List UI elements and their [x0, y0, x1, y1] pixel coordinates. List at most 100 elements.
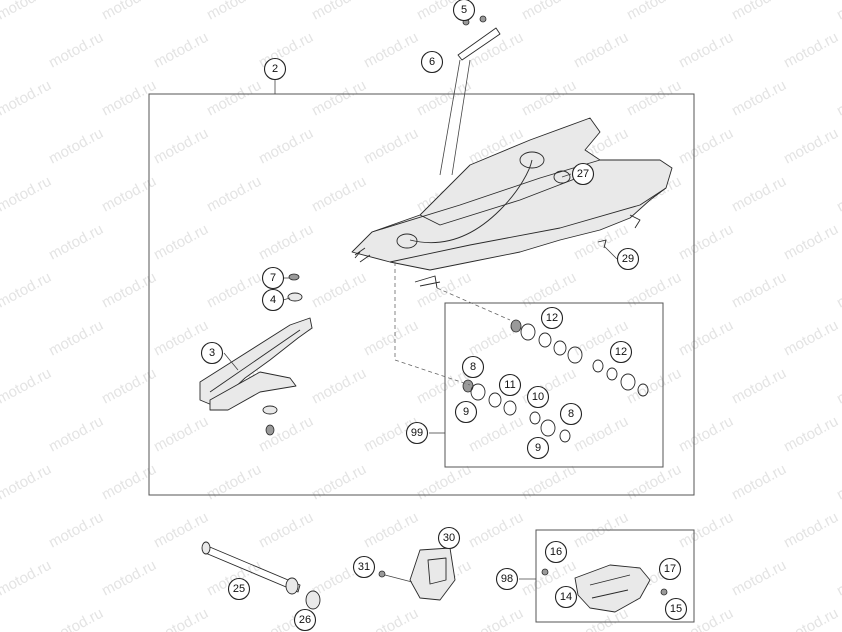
chain-slider-icon — [199, 273, 313, 436]
watermark-text: motod.ru — [834, 269, 842, 312]
callout-circle — [658, 557, 682, 581]
watermark-text: motod.ru — [46, 317, 106, 360]
callout-4: 4 — [261, 288, 285, 312]
watermark-text: motod.ru — [834, 365, 842, 408]
callout-circle — [352, 555, 376, 579]
watermark-text: motod.ru — [256, 125, 316, 168]
watermark-text: motod.ru — [256, 509, 316, 552]
watermark-text: motod.ru — [46, 605, 106, 632]
watermark-text: motod.ru — [204, 461, 264, 504]
callout-number: 29 — [622, 253, 634, 265]
leader-3 — [223, 352, 239, 371]
watermark-text: motod.ru — [361, 317, 421, 360]
callout-30: 30 — [437, 526, 461, 550]
chain-guide-frame — [535, 529, 695, 623]
watermark-text: motod.ru — [0, 365, 54, 408]
watermark-text: motod.ru — [571, 29, 631, 72]
callout-9a: 9 — [454, 400, 478, 424]
callout-14: 14 — [554, 585, 578, 609]
watermark-text: motod.ru — [0, 509, 1, 552]
watermark-text: motod.ru — [729, 77, 789, 120]
watermark-text: motod.ru — [361, 29, 421, 72]
callout-7: 7 — [261, 266, 285, 290]
watermark-text: motod.ru — [256, 413, 316, 456]
watermark-text: motod.ru — [361, 605, 421, 632]
callout-circle — [526, 385, 550, 409]
watermark-text: motod.ru — [781, 29, 841, 72]
watermark-text: motod.ru — [781, 413, 841, 456]
watermark-text: motod.ru — [834, 77, 842, 120]
watermark-text: motod.ru — [519, 0, 579, 24]
callout-number: 9 — [535, 442, 541, 454]
watermark-text: motod.ru — [0, 77, 54, 120]
watermark-text: motod.ru — [729, 461, 789, 504]
callout-circle — [452, 0, 476, 22]
leader-4 — [282, 297, 291, 301]
watermark-text: motod.ru — [0, 269, 54, 312]
callout-circle — [540, 306, 564, 330]
callout-number: 9 — [463, 406, 469, 418]
watermark-text: motod.ru — [204, 0, 264, 24]
watermark-text: motod.ru — [309, 269, 369, 312]
swingarm-icon — [351, 117, 673, 289]
callout-27: 27 — [571, 162, 595, 186]
watermark-text: motod.ru — [834, 0, 842, 24]
callout-circle — [437, 526, 461, 550]
watermark-text: motod.ru — [99, 173, 159, 216]
callout-circle — [544, 540, 568, 564]
watermark-text: motod.ru — [676, 125, 736, 168]
watermark-text: motod.ru — [99, 269, 159, 312]
watermark-text: motod.ru — [676, 413, 736, 456]
callout-number: 26 — [299, 614, 311, 626]
callout-number: 17 — [664, 563, 676, 575]
callout-number: 3 — [209, 347, 215, 359]
callout-circle — [495, 567, 519, 591]
callout-circle — [420, 50, 444, 74]
watermark-text: motod.ru — [781, 605, 841, 632]
watermark-text: motod.ru — [676, 29, 736, 72]
watermark-text: motod.ru — [414, 77, 474, 120]
watermark-text: motod.ru — [99, 557, 159, 600]
watermark-text: motod.ru — [151, 221, 211, 264]
callout-number: 16 — [550, 546, 562, 558]
callout-98: 98 — [495, 567, 519, 591]
watermark-text: motod.ru — [466, 509, 526, 552]
callout-3: 3 — [200, 341, 224, 365]
watermark-text: motod.ru — [204, 173, 264, 216]
callout-circle — [200, 341, 224, 365]
callout-circle — [263, 57, 287, 81]
callout-number: 98 — [501, 573, 513, 585]
watermark-text: motod.ru — [781, 125, 841, 168]
watermark-text: motod.ru — [99, 461, 159, 504]
watermark-text: motod.ru — [151, 413, 211, 456]
callout-number: 10 — [532, 391, 544, 403]
main-assembly-frame — [148, 93, 695, 496]
callout-99: 99 — [405, 421, 429, 445]
callout-circle — [261, 288, 285, 312]
callout-26: 26 — [293, 608, 317, 632]
callout-10: 10 — [526, 385, 550, 409]
watermark-text: motod.ru — [781, 317, 841, 360]
watermark-text: motod.ru — [204, 269, 264, 312]
watermark-text: motod.ru — [309, 461, 369, 504]
watermark-text: motod.ru — [0, 413, 1, 456]
watermark-text: motod.ru — [466, 605, 526, 632]
callout-number: 8 — [568, 408, 574, 420]
watermark-text: motod.ru — [519, 77, 579, 120]
callout-number: 8 — [470, 361, 476, 373]
watermark-text: motod.ru — [46, 413, 106, 456]
watermark-text: motod.ru — [624, 269, 684, 312]
watermark-text: motod.ru — [151, 29, 211, 72]
watermark-text: motod.ru — [729, 173, 789, 216]
watermark-text: motod.ru — [204, 77, 264, 120]
callout-circle — [571, 162, 595, 186]
bearing-kit-frame — [444, 302, 664, 468]
slider-link-line — [394, 262, 471, 386]
watermark-text: motod.ru — [466, 29, 526, 72]
callout-number: 14 — [560, 591, 572, 603]
callout-number: 6 — [429, 56, 435, 68]
watermark-text: motod.ru — [99, 365, 159, 408]
watermark-text: motod.ru — [729, 269, 789, 312]
callout-circle — [554, 585, 578, 609]
callout-circle — [616, 247, 640, 271]
